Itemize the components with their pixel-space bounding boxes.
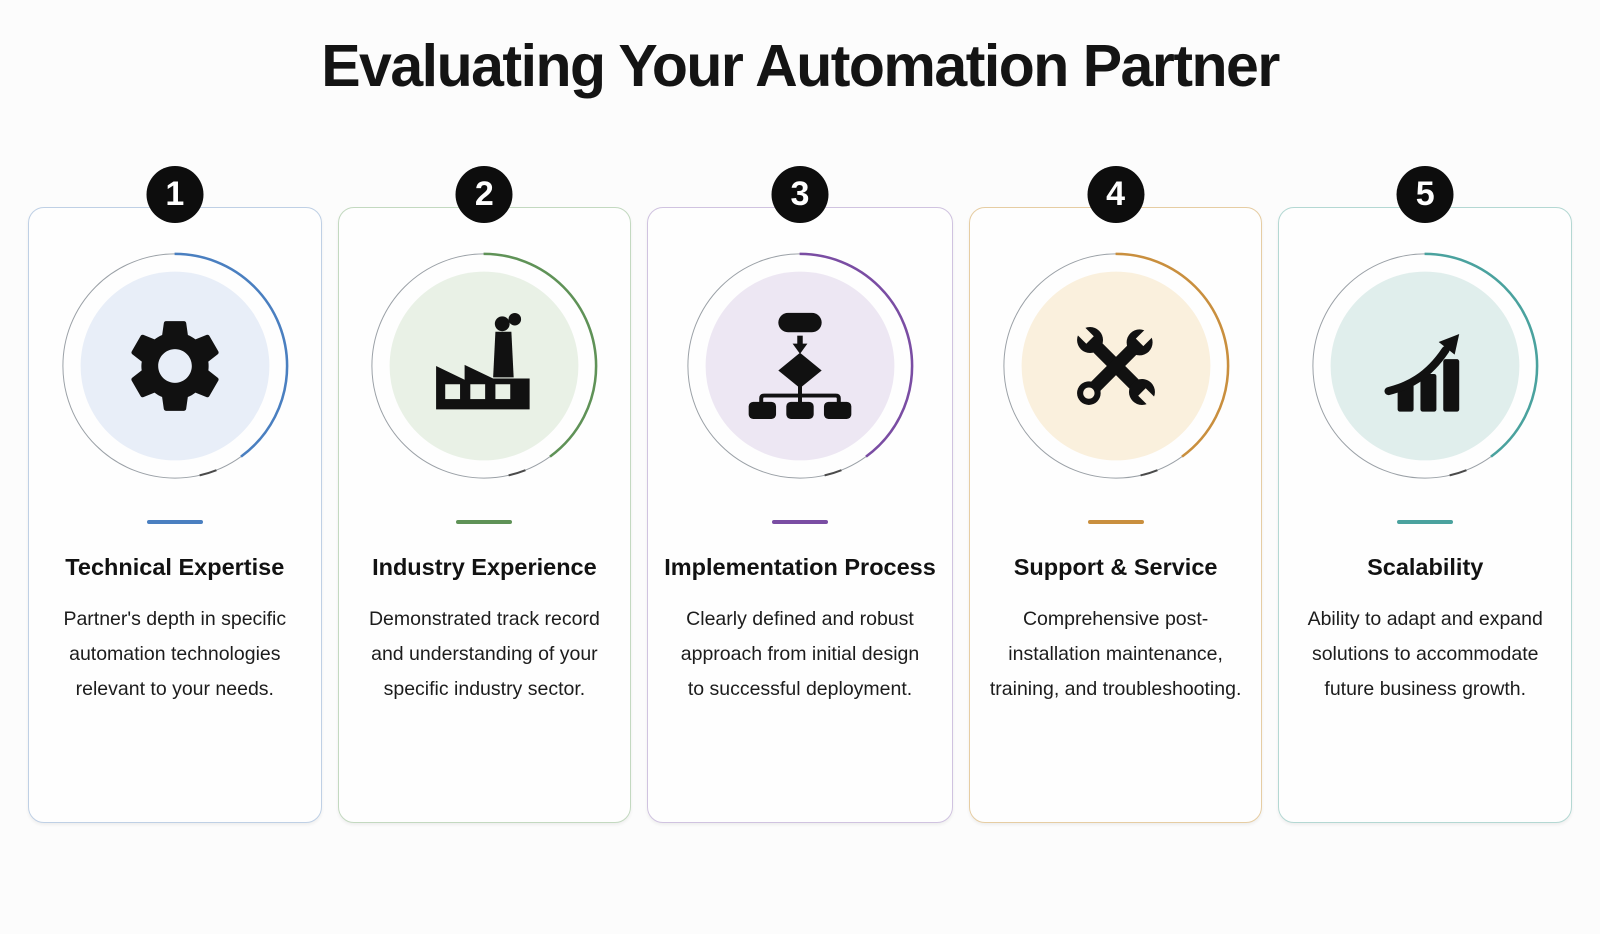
card-description: Clearly defined and robust approach from… [680, 607, 920, 700]
accent-divider [1397, 519, 1454, 524]
card-title: Implementation Process [664, 553, 936, 580]
card-title: Industry Experience [372, 553, 597, 580]
page-title: Evaluating Your Automation Partner [321, 33, 1280, 99]
card: 5 [1278, 165, 1573, 823]
wrenches-icon [1070, 320, 1162, 412]
icon-ring [1311, 252, 1539, 480]
icon-ring [686, 252, 914, 480]
card-body: Scalability Ability to adapt and expand … [1278, 206, 1573, 823]
card-title: Technical Expertise [65, 553, 285, 580]
factory-icon [436, 312, 531, 410]
cards-row: 1 [28, 165, 1573, 823]
card-description: Ability to adapt and expand solutions to… [1307, 607, 1543, 700]
number-badge: 2 [455, 165, 513, 223]
card-body: Industry Experience Demonstrated track r… [337, 206, 632, 823]
number-badge: 3 [771, 165, 829, 223]
card-body: Technical Expertise Partner's depth in s… [28, 206, 322, 823]
card: 2 [337, 165, 632, 823]
card: 1 [28, 165, 322, 823]
icon-ring [1002, 252, 1230, 480]
number-badge: 4 [1087, 165, 1145, 223]
gear-icon [131, 321, 219, 411]
growth-icon [1384, 333, 1460, 412]
accent-divider [1087, 519, 1144, 524]
icon-ring [61, 252, 289, 480]
accent-divider [456, 519, 513, 524]
flowchart-icon [748, 312, 852, 419]
card-title: Scalability [1367, 553, 1484, 580]
card: 4 [968, 165, 1263, 823]
card-body: Implementation Process Clearly defined a… [647, 206, 953, 823]
accent-divider [772, 519, 828, 524]
card-description: Partner's depth in specific automation t… [63, 607, 287, 700]
card-description: Comprehensive post-installation maintena… [989, 607, 1242, 700]
number-badge: 1 [146, 165, 204, 223]
icon-ring [371, 252, 598, 480]
infographic-page: Evaluating Your Automation Partner 1 [0, 34, 1600, 823]
card-title: Support & Service [1013, 553, 1218, 580]
number-badge: 5 [1396, 165, 1454, 223]
accent-divider [146, 519, 203, 524]
card-description: Demonstrated track record and understand… [368, 607, 600, 700]
card-body: Support & Service Comprehensive post-ins… [968, 206, 1263, 823]
card: 3 [647, 165, 953, 823]
